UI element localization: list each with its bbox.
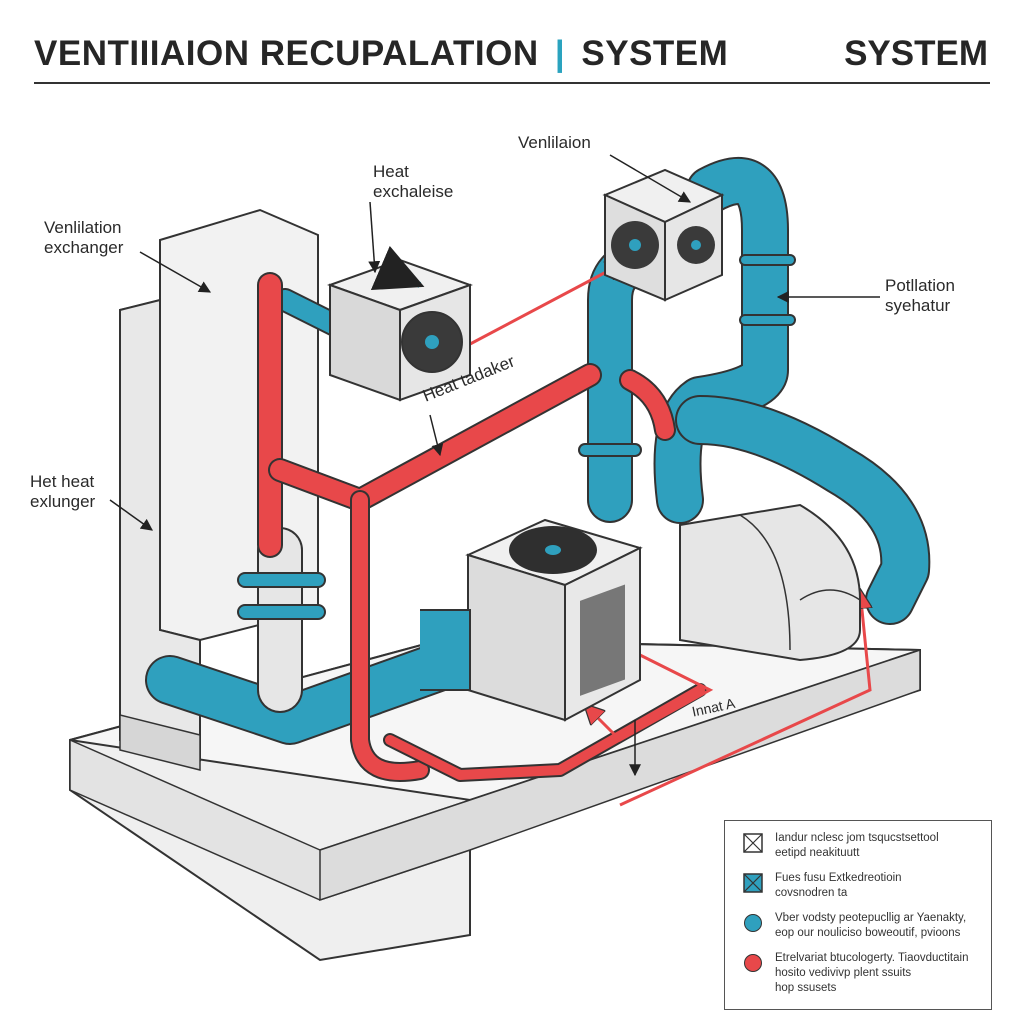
teal-crossed-square-icon — [743, 873, 763, 893]
exhaust-air-pipes — [257, 272, 707, 782]
title-separator: | — [554, 34, 566, 73]
central-air-handler — [420, 518, 643, 722]
title-divider — [34, 82, 990, 84]
legend-text: Iandur nclesc jom tsqucstsettool eetipd … — [775, 832, 939, 859]
legend-item: Etrelvariat btucologerty. Tiaovductitain… — [743, 951, 981, 996]
small-fan-unit — [327, 245, 473, 402]
page-title: VENTIIIAION RECUPALATION | SYSTEM — [34, 34, 728, 74]
legend-item: Fues fusu Extkedreotioin covsnodren ta — [743, 871, 981, 901]
label-het-heat-exchanger: Het heat exlunger — [30, 472, 96, 511]
legend-item: Iandur nclesc jom tsqucstsettool eetipd … — [743, 831, 981, 861]
title-main: VENTIIIAION RECUPALATION — [34, 34, 539, 73]
legend-text: Fues fusu Extkedreotioin covsnodren ta — [775, 872, 902, 899]
teal-circle-icon — [744, 914, 762, 932]
flow-arrows — [454, 262, 870, 807]
title-right: SYSTEM — [844, 34, 988, 73]
red-circle-icon — [744, 954, 762, 972]
label-ventilation-top: Venlilaion — [518, 133, 591, 152]
legend-box: Iandur nclesc jom tsqucstsettool eetipd … — [724, 820, 992, 1010]
legend-text: Vber vodsty peotepucllig ar Yaenakty, eo… — [775, 912, 967, 939]
title-sub: SYSTEM — [581, 34, 729, 73]
label-heat-exchanger-top: Heat exchaleise — [373, 162, 454, 201]
crossed-square-icon — [743, 833, 763, 853]
leader-lines — [109, 154, 880, 777]
ventilation-fan-unit — [602, 168, 725, 302]
legend-text: Etrelvariat btucologerty. Tiaovductitain… — [775, 952, 969, 994]
label-pollution-system: Potllation syehatur — [885, 276, 955, 315]
legend-item: Vber vodsty peotepucllig ar Yaenakty, eo… — [743, 911, 981, 941]
recuperator-tank — [679, 503, 861, 662]
label-ventilation-exchanger: Venlilation exchanger — [44, 218, 124, 257]
